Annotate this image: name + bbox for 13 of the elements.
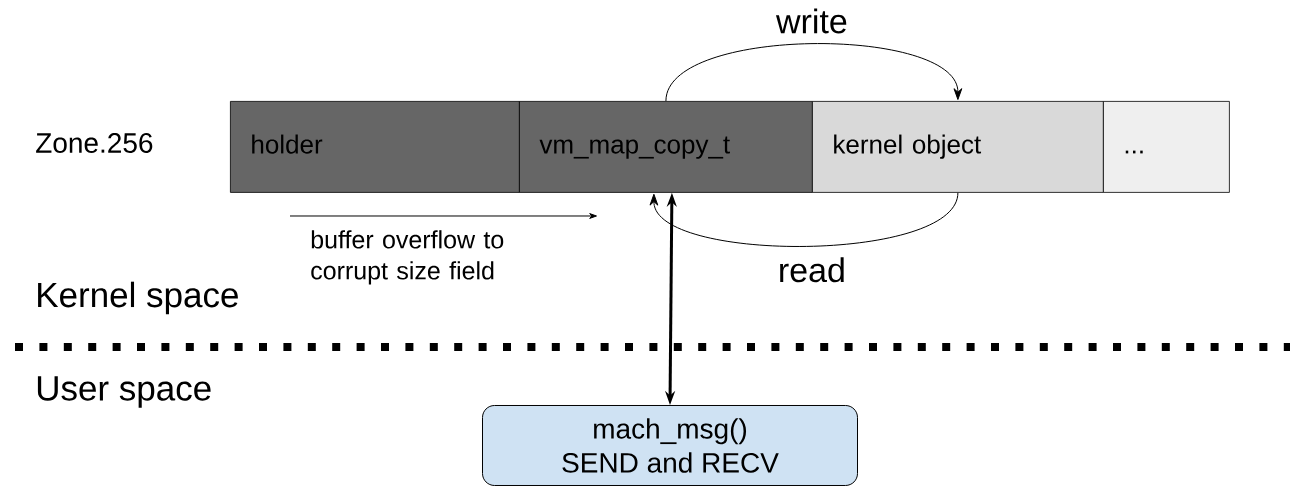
- text-label: Zone.256: [36, 133, 153, 153]
- arrow: [665, 43, 963, 102]
- text-label: buffer overflow to corrupt size field: [311, 230, 504, 285]
- text-label: User space: [37, 376, 211, 408]
- memory-cell: vm_map_copy_t: [519, 101, 813, 193]
- text-label: Kernel space: [38, 281, 238, 315]
- edge-label: write: [774, 6, 850, 36]
- arrow: [649, 192, 959, 247]
- edge-label: read: [775, 255, 848, 285]
- memory-cell: holder: [230, 101, 520, 193]
- memory-cell: ...: [1103, 101, 1230, 193]
- memory-cell: kernel object: [812, 101, 1104, 193]
- message-box: mach_msg() SEND and RECV: [482, 405, 858, 486]
